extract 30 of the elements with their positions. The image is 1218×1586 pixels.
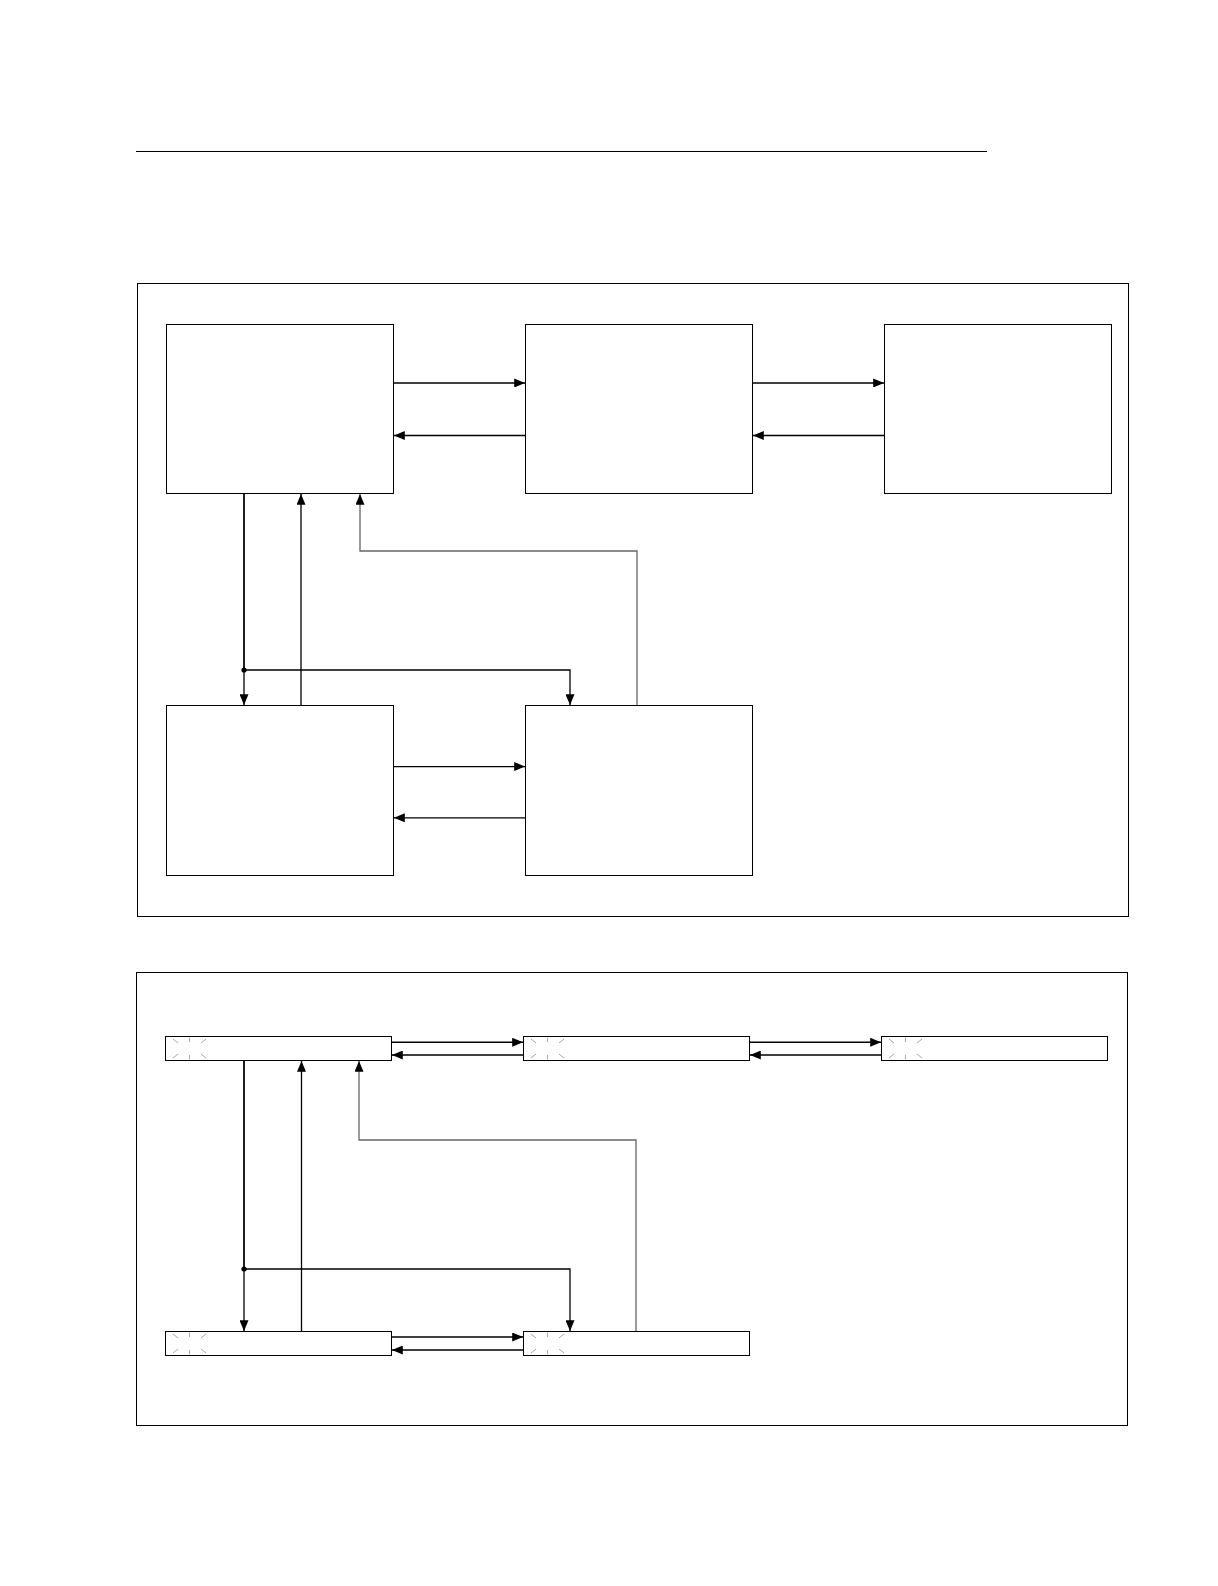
arrow [393, 762, 526, 772]
arrow [749, 1050, 882, 1060]
process-box [525, 324, 753, 494]
process-box [166, 324, 394, 494]
arrow [243, 493, 575, 706]
arrow [296, 493, 306, 706]
arrow [391, 1037, 524, 1047]
process-box [166, 705, 394, 876]
arrow [355, 493, 638, 706]
process-box [884, 324, 1112, 494]
process-box [881, 1036, 1108, 1061]
arrow [391, 1345, 524, 1355]
process-box [523, 1036, 750, 1061]
arrow [749, 1037, 882, 1047]
process-box [523, 1331, 750, 1356]
process-box [165, 1036, 392, 1061]
panel-frame [137, 283, 1129, 917]
arrow [243, 1060, 575, 1332]
panel-frame [136, 972, 1128, 1426]
arrow [391, 1050, 524, 1060]
process-box [525, 705, 753, 876]
arrow [297, 1060, 306, 1332]
arrow [393, 813, 526, 823]
arrow [752, 378, 885, 388]
arrow [391, 1332, 524, 1342]
arrow [354, 1060, 637, 1332]
process-box [165, 1331, 392, 1356]
arrow [393, 431, 526, 440]
arrow [752, 431, 885, 440]
arrow [393, 378, 526, 388]
